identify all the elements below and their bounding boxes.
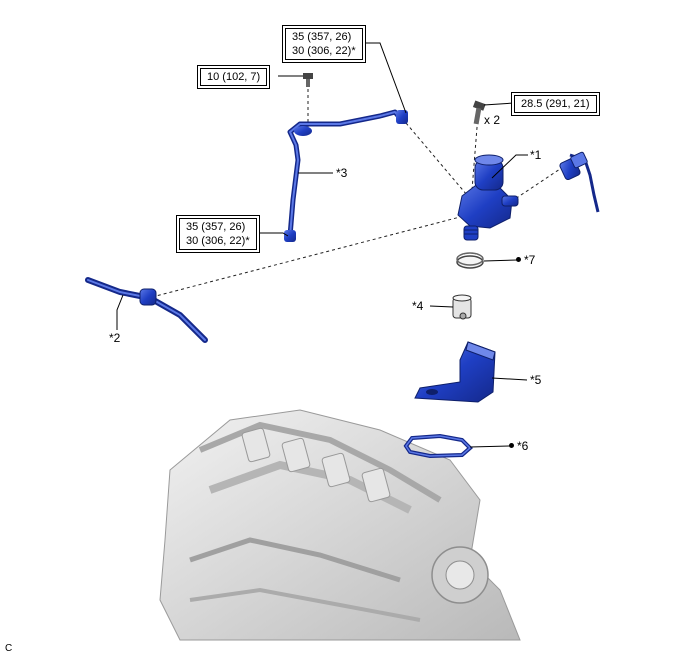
bolt-quantity: x 2: [484, 113, 501, 127]
part-label-6: *6: [509, 439, 528, 453]
torque-value-alt: 30 (306, 22)*: [186, 235, 250, 247]
part-label-7: *7: [516, 253, 535, 267]
new-part-bullet-icon: [509, 443, 514, 449]
torque-value: 35 (357, 26): [186, 221, 246, 233]
part-label-1: *1: [530, 148, 542, 162]
engine-block: [159, 409, 521, 641]
fuel-pipe: [284, 109, 408, 242]
new-part-bullet-icon: [516, 257, 521, 263]
part-label-2: *2: [109, 331, 121, 345]
dashed-leader-lines: [151, 83, 567, 298]
fuel-hose-connector: [559, 151, 600, 213]
torque-spec-top-center: 35 (357, 26) 30 (306, 22)*: [282, 25, 366, 63]
part-label-3: *3: [336, 166, 348, 180]
torque-spec-left-middle: 35 (357, 26) 30 (306, 22)*: [176, 215, 260, 253]
label-leader-lines: [116, 42, 528, 448]
part-label-5: *5: [530, 373, 542, 387]
torque-spec-right: 28.5 (291, 21): [511, 92, 600, 116]
torque-value: 10 (102, 7): [207, 71, 261, 83]
gasket: [403, 433, 473, 459]
part-label-4: *4: [412, 299, 424, 313]
part-label-7-text: *7: [524, 253, 536, 267]
torque-value: 28.5 (291, 21): [521, 98, 590, 110]
fuel-hose: [85, 277, 208, 343]
part-label-6-text: *6: [517, 439, 529, 453]
torque-value-alt: 30 (306, 22)*: [292, 45, 356, 57]
bolt-icon: [303, 73, 313, 87]
torque-spec-top-left: 10 (102, 7): [197, 65, 271, 89]
bracket: [414, 341, 496, 403]
o-ring: [456, 252, 484, 269]
pump-bolts-icon: [472, 100, 486, 125]
illustration-code: C: [5, 643, 13, 654]
fuel-pump: [457, 154, 519, 241]
lifter: [452, 294, 472, 320]
torque-value: 35 (357, 26): [292, 31, 352, 43]
